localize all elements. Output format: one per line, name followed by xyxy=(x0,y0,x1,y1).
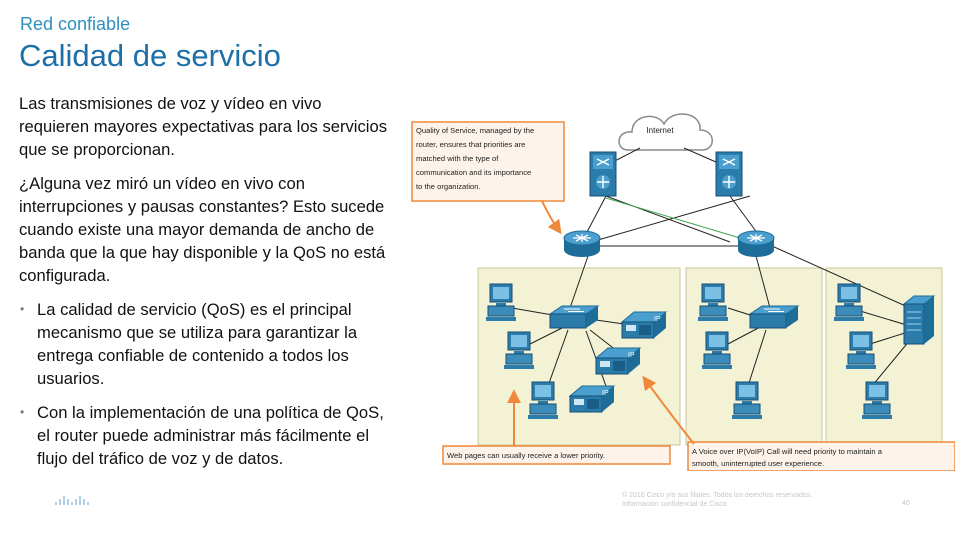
pc-lan2-2 xyxy=(701,331,733,370)
pc-lan1-2 xyxy=(503,331,535,370)
ip-label-1: IP xyxy=(654,316,661,323)
ip-phone-3: IP xyxy=(569,385,615,413)
qos-callout-line-4: communication and its importance xyxy=(416,168,531,177)
ip-label-2: IP xyxy=(628,352,635,359)
bullet-1: La calidad de servicio (QoS) es el princ… xyxy=(19,298,394,390)
pc-lan2-3 xyxy=(731,381,763,420)
ip-label-3: IP xyxy=(602,390,609,397)
qos-network-diagram: Internet IP xyxy=(411,113,955,471)
router-right xyxy=(737,230,775,258)
pc-lan3-1 xyxy=(833,283,865,322)
slide-title: Calidad de servicio xyxy=(19,38,281,73)
qos-callout-line-1: Quality of Service, managed by the xyxy=(416,126,534,135)
pc-lan3-3 xyxy=(861,381,893,420)
internet-label: Internet xyxy=(646,126,674,135)
qos-callout-line-5: to the organization. xyxy=(416,182,481,191)
pc-lan2-1 xyxy=(697,283,729,322)
cisco-logo xyxy=(55,496,89,505)
qos-callout-line-3: matched with the type of xyxy=(416,154,499,163)
voip-callout: A Voice over IP(VoIP) Call will need pri… xyxy=(687,441,955,471)
slide-subtitle: Red confiable xyxy=(20,14,131,34)
server xyxy=(902,295,936,345)
qos-callout: Quality of Service, managed by the route… xyxy=(411,121,565,202)
switch-lan2 xyxy=(749,305,799,329)
qos-callout-line-2: router, ensures that priorities are xyxy=(416,140,525,149)
pc-lan1-1 xyxy=(485,283,517,322)
ip-phone-1: IP xyxy=(621,311,667,339)
page-number: 46 xyxy=(902,500,910,507)
web-callout: Web pages can usually receive a lower pr… xyxy=(442,445,671,465)
internet-cloud: Internet xyxy=(618,113,713,151)
svg-text:A Voice over IP(VoIP) Call wil: A Voice over IP(VoIP) Call will need pri… xyxy=(692,447,884,468)
pc-lan1-3 xyxy=(527,381,559,420)
pc-lan3-2 xyxy=(845,331,877,370)
bullet-2: Con la implementación de una política de… xyxy=(19,401,394,470)
voip-callout-line-2: smooth, uninterrupted user experience. xyxy=(692,459,824,468)
paragraph-1: Las transmisiones de voz y vídeo en vivo… xyxy=(19,94,387,159)
multilayer-switch-right xyxy=(715,151,743,197)
bullet-list: La calidad de servicio (QoS) es el princ… xyxy=(19,298,394,470)
router-left xyxy=(563,230,601,258)
svg-text:Quality of Service, managed by: Quality of Service, managed by the route… xyxy=(416,126,536,191)
slide-body: Las transmisiones de voz y vídeo en vivo… xyxy=(19,92,394,481)
footer: © 2016 Cisco y/o sus filiales. Todos los… xyxy=(622,491,812,509)
ip-phone-2: IP xyxy=(595,347,641,375)
confidential-text: Información confidencial de Cisco xyxy=(622,501,727,508)
multilayer-switch-left xyxy=(589,151,617,197)
voip-callout-line-1: A Voice over IP(VoIP) Call will need pri… xyxy=(692,447,883,456)
switch-lan1 xyxy=(549,305,599,329)
copyright-text: © 2016 Cisco y/o sus filiales. Todos los… xyxy=(622,492,813,499)
web-callout-text: Web pages can usually receive a lower pr… xyxy=(447,451,605,460)
paragraph-2: ¿Alguna vez miró un vídeo en vivo con in… xyxy=(19,174,386,285)
